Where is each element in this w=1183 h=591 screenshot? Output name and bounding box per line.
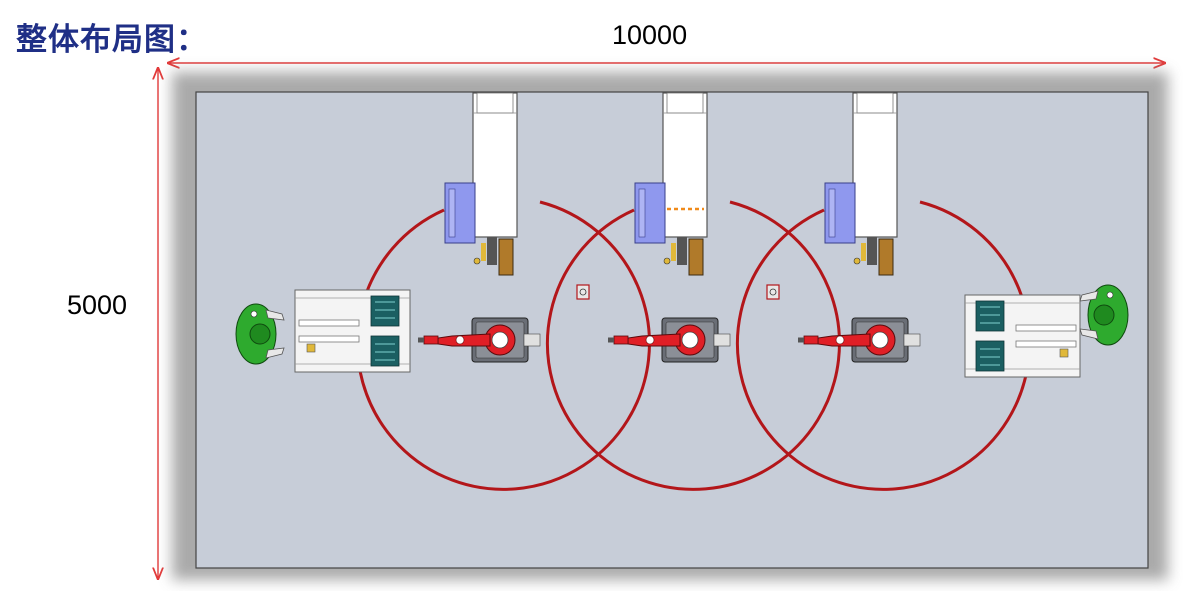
reach-circle-2 <box>545 200 841 491</box>
part-marker-2 <box>766 284 780 300</box>
reach-circle-3 <box>735 200 1031 491</box>
rack-right <box>964 294 1081 378</box>
part-marker-1 <box>576 284 590 300</box>
width-dimension-label: 10000 <box>612 20 688 50</box>
rack-left <box>294 289 411 373</box>
height-dimension-label: 5000 <box>67 290 128 320</box>
page-title: 整体布局图： <box>16 22 208 58</box>
